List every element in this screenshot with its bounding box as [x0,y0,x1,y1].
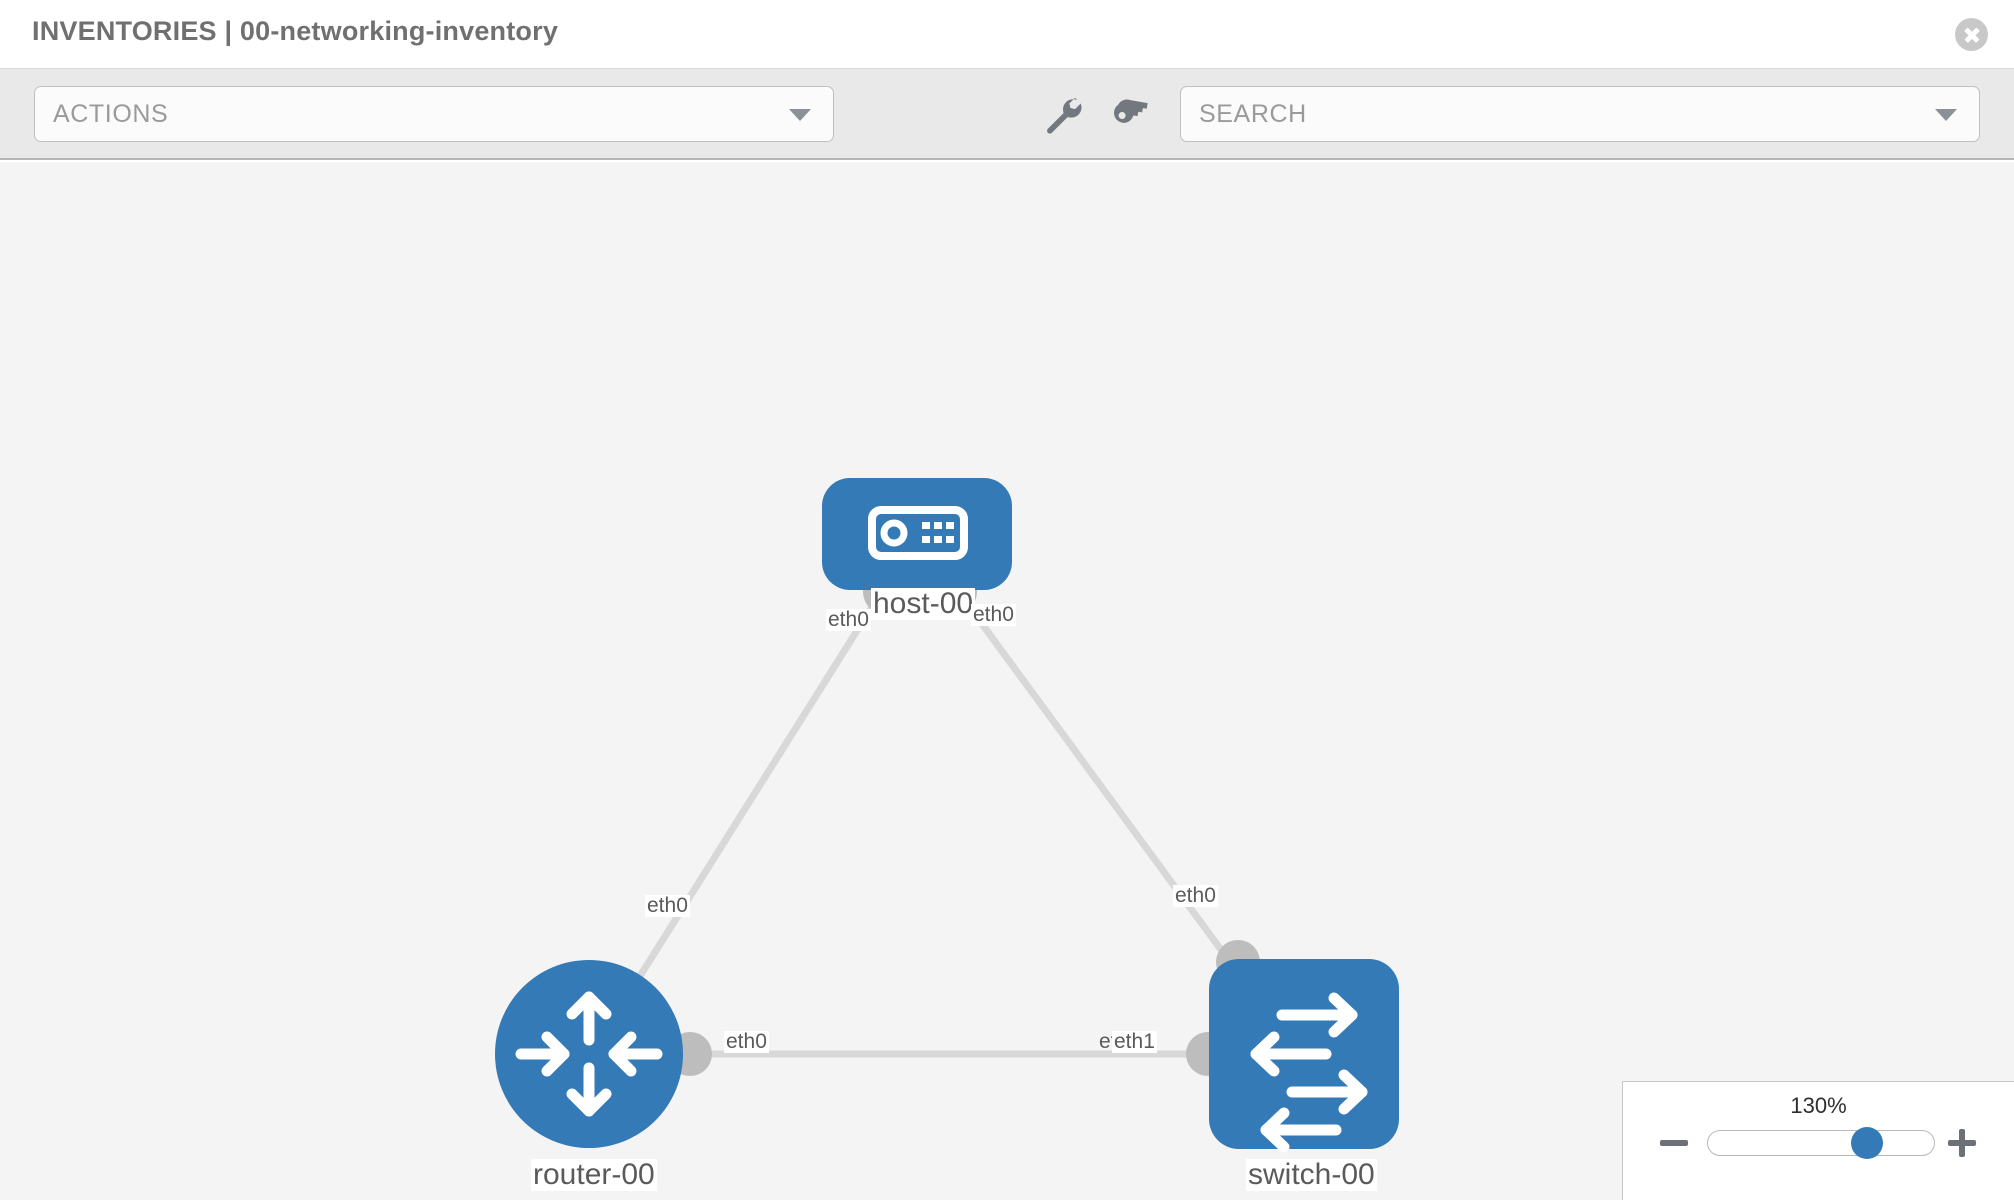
node-host-00 [822,478,1012,590]
plus-icon[interactable] [1945,1126,1979,1160]
switch-arrows-icon [1250,992,1368,1153]
server-icon [868,506,968,560]
close-icon[interactable] [1955,18,1988,51]
link-host-router [627,592,883,994]
node-label-router-00: router-00 [531,1158,657,1191]
actions-dropdown[interactable]: ACTIONS [34,86,834,142]
chevron-down-icon [789,109,811,121]
actions-dropdown-label: ACTIONS [53,100,169,128]
toolbar: ACTIONS SEARCH [0,69,2014,160]
zoom-slider[interactable] [1707,1130,1935,1156]
key-icon[interactable] [1108,93,1152,137]
topology-canvas[interactable]: host-00 router-00 switch-00 eth0 eth0 et… [0,162,2014,1200]
node-switch-00 [1209,959,1399,1153]
node-router-00 [495,960,683,1148]
edge-label-switch-eth0-up: eth0 [1173,884,1218,908]
search-placeholder: SEARCH [1199,100,1307,128]
router-arrows-icon [515,991,663,1117]
node-label-host-00: host-00 [871,587,976,620]
node-label-switch-00: switch-00 [1246,1158,1377,1191]
zoom-slider-thumb[interactable] [1851,1127,1883,1159]
topology-graph [495,478,1399,1153]
page-title: INVENTORIES | 00-networking-inventory [32,16,559,46]
edge-label-host-eth0-left: eth0 [826,608,871,632]
wrench-icon[interactable] [1040,93,1084,137]
edge-label-router-eth0-up: eth0 [645,894,690,918]
search-input[interactable]: SEARCH [1180,86,1980,142]
page-header: INVENTORIES | 00-networking-inventory [0,0,2014,69]
edge-label-router-eth0-right: eth0 [724,1030,769,1054]
minus-icon[interactable] [1657,1126,1691,1160]
edge-label-switch-eth1: eth1 [1112,1030,1157,1054]
zoom-control-panel: 130% [1622,1081,2014,1200]
zoom-level-value: 130% [1790,1093,1847,1118]
topology-ports [668,570,1260,1076]
chevron-down-icon [1935,109,1957,121]
topology-links [627,591,1233,1058]
edge-label-host-eth0-right: eth0 [971,603,1016,627]
